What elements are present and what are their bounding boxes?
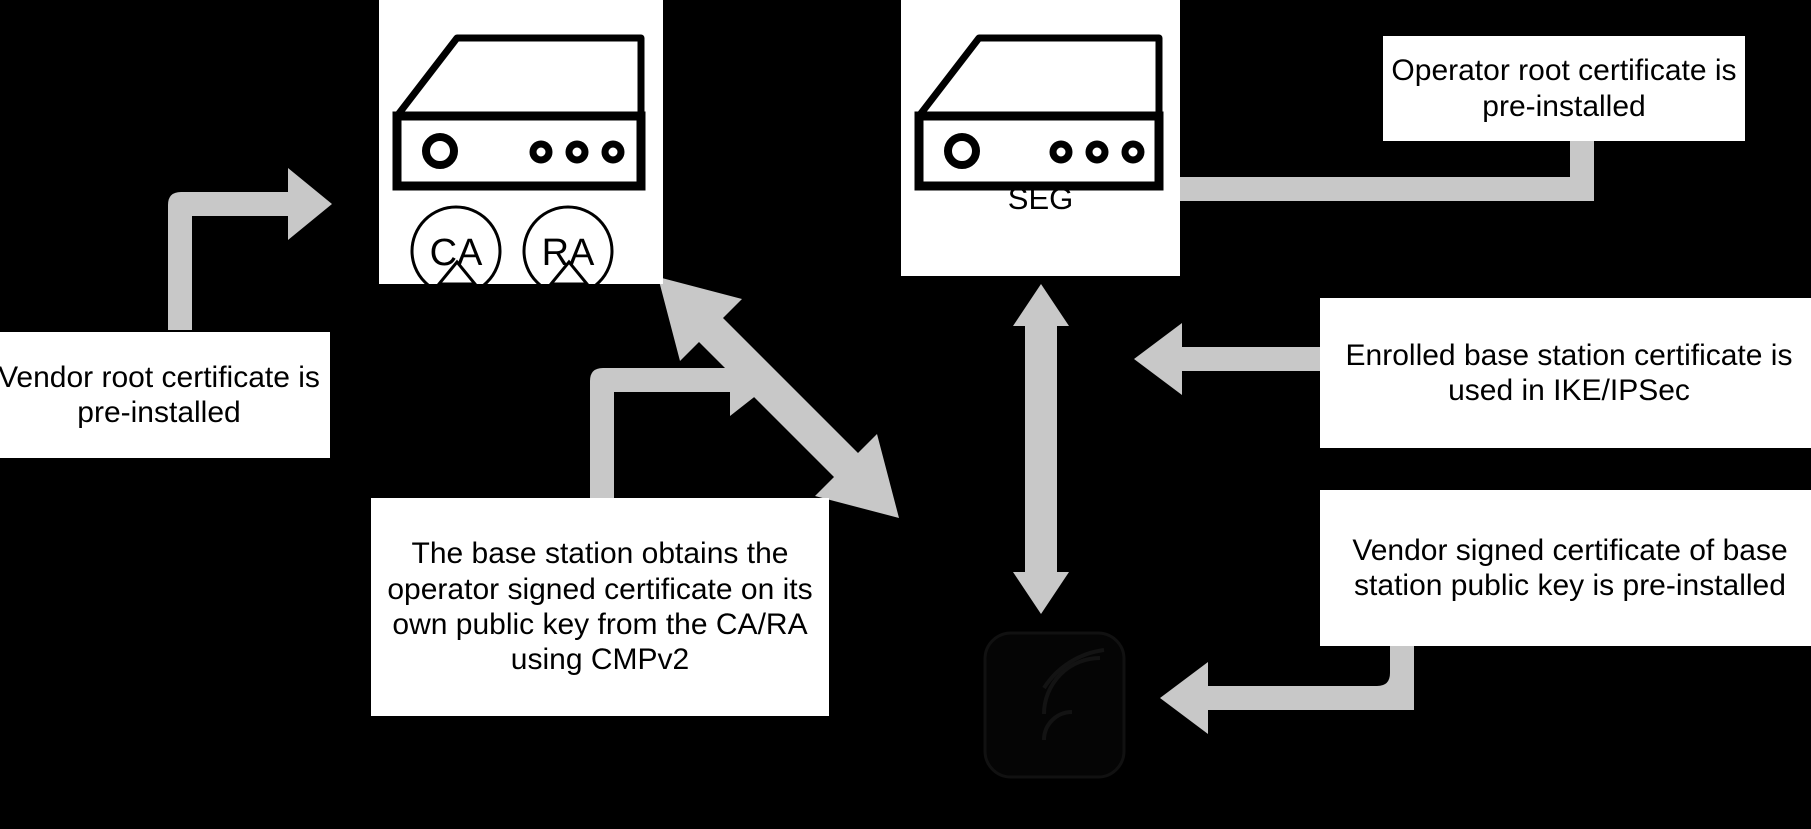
seg-label: SEG bbox=[1007, 181, 1074, 216]
base-station-device-icon: CA RA bbox=[392, 34, 646, 284]
arrow-seg-to-wireless-link bbox=[1013, 284, 1069, 614]
arrow-vendor-signed-to-wireless bbox=[1160, 646, 1414, 734]
arrow-enrolled-cert-to-seg bbox=[1134, 323, 1320, 395]
arrow-vendor-root-to-base-station bbox=[168, 168, 332, 330]
wireless-node bbox=[982, 630, 1127, 780]
note-vendor-root-certificate: Vendor root certificate is pre-installed bbox=[0, 332, 330, 458]
note-vendor-signed-certificate: Vendor signed certificate of base statio… bbox=[1320, 490, 1811, 646]
wireless-signal-icon bbox=[983, 631, 1126, 779]
note-vendor-root-certificate-text: Vendor root certificate is pre-installed bbox=[0, 360, 320, 429]
note-cmpv2-enrolment: The base station obtains the operator si… bbox=[371, 498, 829, 716]
seg-device-icon bbox=[914, 34, 1164, 191]
arrow-base-station-to-seg-link bbox=[658, 277, 899, 518]
base-station-panel: CA RA bbox=[379, 0, 663, 284]
note-operator-root-certificate-text: Operator root certificate is pre-install… bbox=[1391, 54, 1737, 123]
arrow-operator-root-to-seg bbox=[1056, 140, 1594, 225]
note-enrolled-base-station-certificate: Enrolled base station certificate is use… bbox=[1320, 298, 1811, 448]
badge-ca: CA bbox=[410, 205, 502, 284]
seg-panel: SEG bbox=[901, 0, 1180, 276]
arrow-cmpv2-note-to-link bbox=[590, 344, 776, 500]
note-vendor-signed-certificate-text: Vendor signed certificate of base statio… bbox=[1352, 533, 1788, 602]
note-cmpv2-enrolment-text: The base station obtains the operator si… bbox=[387, 537, 813, 677]
note-operator-root-certificate: Operator root certificate is pre-install… bbox=[1383, 36, 1745, 141]
note-enrolled-base-station-certificate-text: Enrolled base station certificate is use… bbox=[1345, 338, 1793, 407]
